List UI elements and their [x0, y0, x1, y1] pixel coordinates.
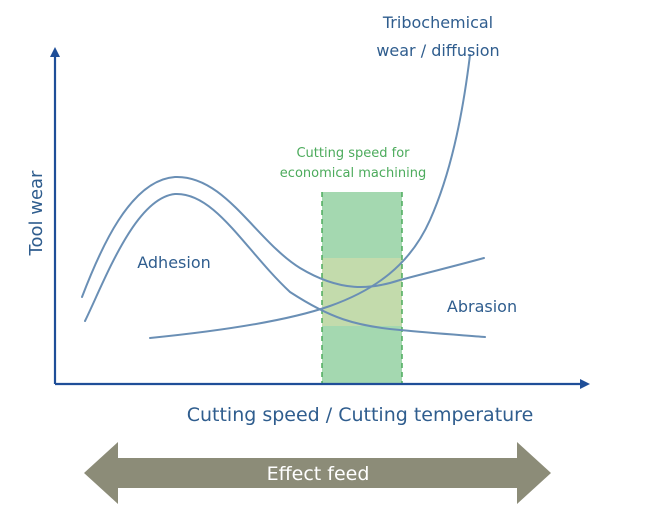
y-axis-label: Tool wear: [26, 170, 47, 257]
adhesion-curve-lower: [84, 192, 486, 338]
abrasion-label: Abrasion: [447, 297, 517, 316]
effect-feed-label: Effect feed: [267, 463, 370, 485]
tribochemical-label-line1: Tribochemical: [382, 13, 493, 32]
tribochemical-label-line2: wear / diffusion: [376, 41, 499, 60]
adhesion-curve-upper: [81, 175, 485, 298]
adhesion-label: Adhesion: [137, 253, 211, 272]
zone-label-line2: economical machining: [280, 166, 426, 181]
x-axis-label: Cutting speed / Cutting temperature: [187, 404, 534, 426]
effect-feed-double-arrow: [84, 442, 551, 504]
tribochemical-curve: [149, 54, 471, 339]
zone-label-line1: Cutting speed for: [296, 146, 410, 161]
